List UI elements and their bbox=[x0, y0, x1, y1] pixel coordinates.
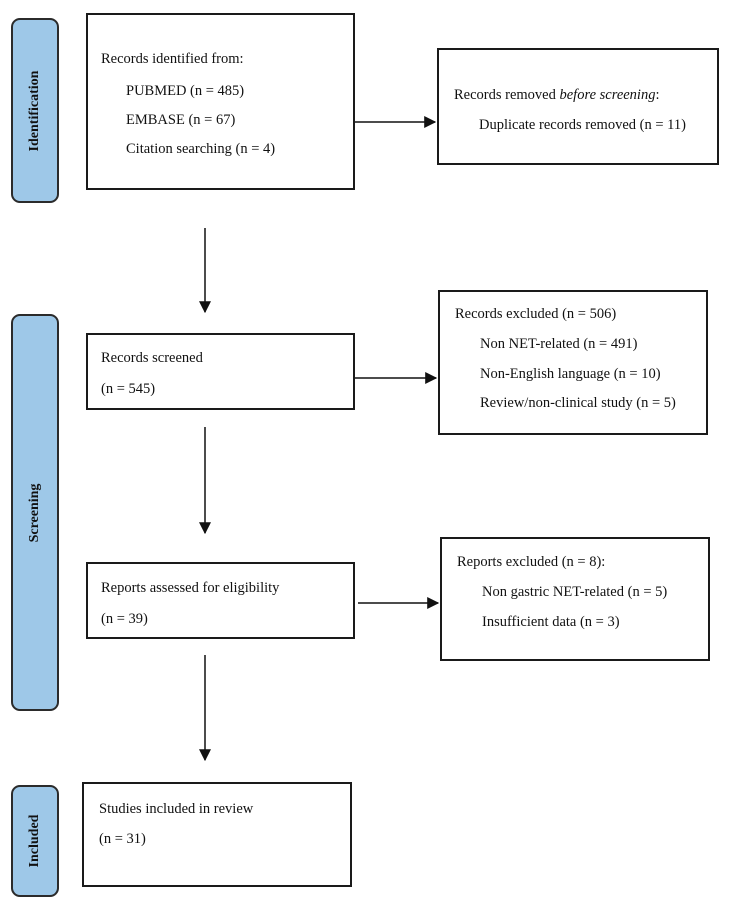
reports-excluded-heading: Reports excluded (n = 8): bbox=[457, 554, 606, 570]
records-screened-box: Records screened (n = 545) bbox=[86, 333, 355, 410]
screening-phase-bar: Screening bbox=[11, 314, 59, 711]
reports-assessed-label: Reports assessed for eligibility bbox=[101, 580, 280, 596]
reason-insufficient-data: Insufficient data (n = 3) bbox=[482, 614, 620, 630]
records-identified-heading: Records identified from: bbox=[101, 51, 244, 67]
duplicates-removed: Duplicate records removed (n = 11) bbox=[479, 117, 686, 133]
reports-excluded-box: Reports excluded (n = 8): Non gastric NE… bbox=[440, 537, 710, 661]
source-citation-searching: Citation searching (n = 4) bbox=[126, 141, 276, 157]
records-excluded-box: Records excluded (n = 506) Non NET-relat… bbox=[438, 290, 708, 435]
source-embase: EMBASE (n = 67) bbox=[126, 112, 236, 128]
records-removed-prefix: Records removed bbox=[454, 87, 560, 103]
reports-assessed-box: Reports assessed for eligibility (n = 39… bbox=[86, 562, 355, 639]
source-pubmed: PUBMED (n = 485) bbox=[126, 83, 245, 99]
records-removed-italic: before screening bbox=[559, 87, 656, 103]
reason-non-net: Non NET-related (n = 491) bbox=[480, 336, 638, 352]
records-removed-box: Records removed before screening: Duplic… bbox=[437, 48, 719, 165]
identification-phase-bar: Identification bbox=[11, 18, 59, 203]
studies-included-label: Studies included in review bbox=[99, 801, 254, 817]
studies-included-count: (n = 31) bbox=[99, 831, 146, 847]
records-excluded-heading: Records excluded (n = 506) bbox=[455, 306, 617, 322]
studies-included-box: Studies included in review (n = 31) bbox=[82, 782, 352, 887]
reason-review: Review/non-clinical study (n = 5) bbox=[480, 395, 676, 411]
records-identified-box: Records identified from: PUBMED (n = 485… bbox=[86, 13, 355, 190]
reason-non-gastric-net: Non gastric NET-related (n = 5) bbox=[482, 584, 668, 600]
reason-non-english: Non-English language (n = 10) bbox=[480, 366, 661, 382]
records-screened-label: Records screened bbox=[101, 350, 203, 366]
included-phase-bar: Included bbox=[11, 785, 59, 897]
records-screened-count: (n = 545) bbox=[101, 381, 156, 397]
records-removed-suffix: : bbox=[655, 87, 660, 103]
records-removed-heading: Records removed before screening: bbox=[454, 88, 660, 103]
reports-assessed-count: (n = 39) bbox=[101, 611, 148, 627]
